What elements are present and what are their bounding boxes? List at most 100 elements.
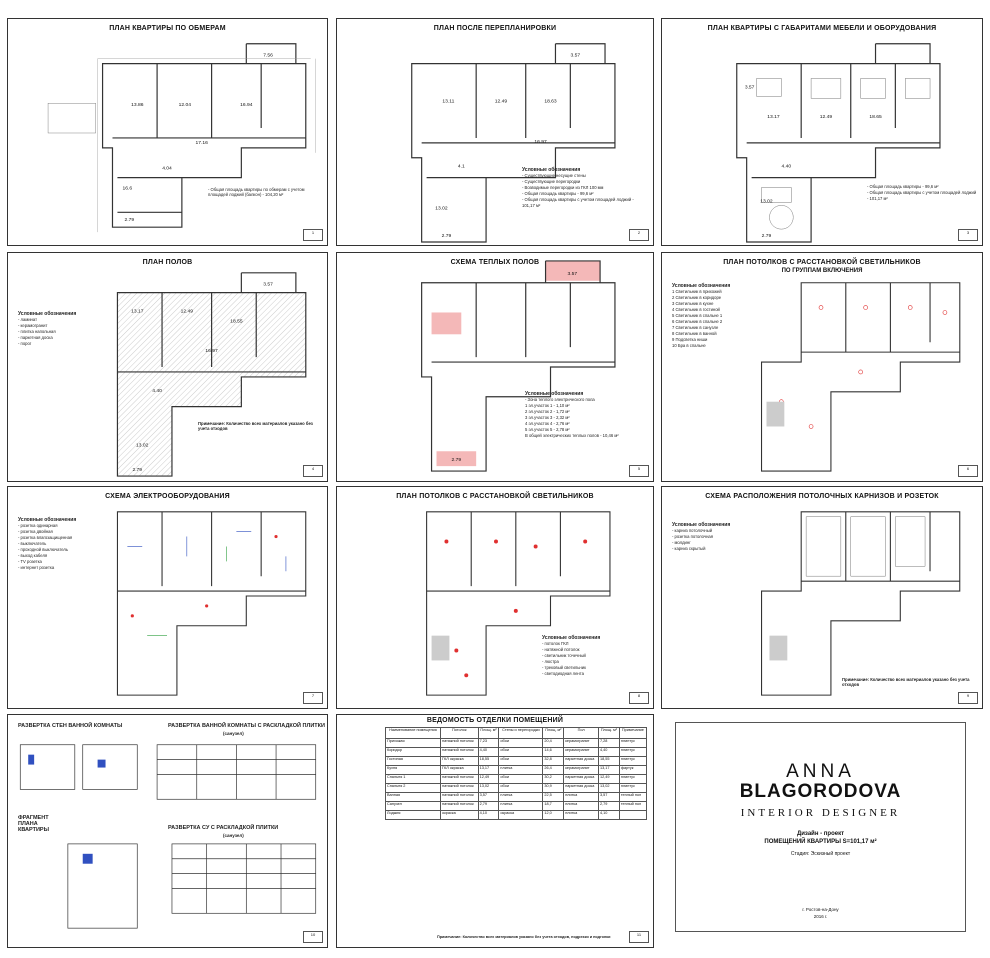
legend: Условные обозначения - Существующие несу…: [522, 167, 647, 209]
table-header: Примечание: [618, 727, 648, 739]
room-area: 4.1: [458, 164, 465, 170]
legend: - Общая площадь квартиры - 99,6 м² - Общ…: [867, 184, 977, 202]
table-cell: 14,6: [542, 747, 565, 757]
table-cell: плинтус: [618, 756, 648, 766]
sheet-ceiling-cornices: Схема расположения потолочных карнизов и…: [661, 486, 983, 709]
legend-item: 1 эл.участок 1 - 1,10 м²: [525, 403, 570, 408]
table-cell: плинтус: [618, 774, 648, 784]
sheet-stamp: 8: [629, 692, 649, 704]
room-area: 2.79: [452, 457, 462, 463]
sheet-title: План после перепланировки: [433, 25, 557, 32]
sheet-title: Схема теплых полов: [450, 259, 540, 266]
room-area: 4.40: [152, 388, 162, 394]
legend-item: - Зона теплого электрического пола: [525, 397, 595, 402]
legend-title: Условные обозначения: [672, 522, 731, 528]
finishing-table: Наименование помещения Потолок Площ. м² …: [385, 727, 648, 820]
legend-title: Условные обозначения: [542, 635, 601, 641]
table-cell: 3,57: [598, 792, 620, 802]
sheet-title-page: ANNA BLAGORODOVA INTERIOR DESIGNER Дизай…: [675, 722, 966, 932]
sheet-stamp: 5: [629, 465, 649, 477]
table-cell: натяжной потолок: [440, 774, 479, 784]
project-line1: Дизайн - проект: [796, 831, 845, 837]
legend-item: - розетка двойная: [18, 529, 53, 534]
table-cell: фартук: [618, 765, 648, 775]
table-cell: паркетная доска: [563, 756, 600, 766]
plan-note: - Общая площадь квартиры по обмерам с уч…: [208, 187, 305, 197]
table-cell: ГКЛ окраска: [440, 765, 479, 775]
legend-item: - светодиодная лента: [542, 671, 584, 676]
table-header: Пол: [563, 727, 600, 739]
table-cell: 20,4: [542, 738, 565, 748]
floor-plan-drawing: 3.57 2.79: [421, 260, 616, 472]
room-area: 3.57: [570, 53, 580, 59]
project-line2: ПОМЕЩЕНИЙ КВАРТИРЫ S=101,17 м²: [764, 839, 877, 845]
floor-plan-drawing: [116, 511, 307, 696]
legend-item: - ламинат: [18, 317, 38, 322]
floor-plan-drawing: 3.57 13.11 12.49 18.63 16.97 4.1 13.02 2…: [411, 43, 616, 243]
table-cell: 13,17: [477, 765, 500, 775]
legend-item: - люстра: [542, 659, 559, 664]
room-area: 4.40: [782, 164, 792, 170]
table-cell: 12,49: [598, 774, 620, 784]
table-footnote: Примечание: Количество всех материалов у…: [437, 935, 611, 939]
table-cell: обои: [498, 783, 544, 793]
legend-item: - розетка одинарная: [18, 523, 58, 528]
table-cell: натяжной потолок: [440, 783, 479, 793]
floor-plan-drawing: 3.57 13.17 12.49 18.65 4.40 13.02 2.79: [736, 43, 941, 243]
legend-item: 1 Светильник в прихожей: [672, 289, 722, 294]
table-cell: 4,10: [477, 810, 500, 820]
legend-title: Условные обозначения: [18, 517, 77, 523]
table-cell: 26,4: [542, 765, 565, 775]
legend-item: 3 Светильник в кухне: [672, 301, 714, 306]
project-year: 2016 г.: [813, 914, 828, 919]
legend-item: 2 Светильник в коридоре: [672, 295, 722, 300]
legend-item: 8 Светильник в ванной: [672, 331, 717, 336]
sheet-ceiling-lighting-groups: План потолков с расстановкой светильнико…: [661, 252, 983, 482]
table-cell: 18,55: [477, 756, 500, 766]
legend-item: - интернет розетка: [18, 565, 55, 570]
table-cell: плинтус: [618, 747, 648, 757]
sheet-after-replanning: План после перепланировки 3.57 13.11 12.…: [336, 18, 654, 246]
sheet-electrical: Схема электрооборудования Условные обозн…: [7, 486, 328, 709]
table-cell: теплый пол: [618, 801, 648, 811]
table-cell: Коридор: [385, 747, 441, 757]
table-cell: Ванная: [385, 792, 441, 802]
table-cell: 7,28: [598, 738, 620, 748]
table-cell: 4,40: [598, 747, 620, 757]
room-area: 12.49: [181, 308, 194, 314]
legend-item: 5 Светильник в спальне 1: [672, 313, 723, 318]
legend-item: - плитка напольная: [18, 329, 56, 334]
legend-item: 3 эл.участок 3 - 2,32 м²: [525, 415, 570, 420]
block-title: Фрагмент плана квартиры: [18, 815, 49, 833]
table-cell: паркетная доска: [563, 774, 600, 784]
room-area: 13.17: [131, 308, 144, 314]
sheet-floor-plan-measured: План квартиры по обмерам 7.56 13.86 12.0…: [7, 18, 328, 246]
table-header: Потолок: [440, 727, 479, 739]
table-cell: плитка: [563, 810, 600, 820]
table-cell: 22,5: [542, 792, 565, 802]
table-header: Площ. м²: [542, 727, 565, 739]
room-area: 13.02: [435, 205, 448, 211]
sheet-title: План полов: [142, 259, 193, 266]
legend: Условные обозначения - ламинат - керамог…: [18, 311, 108, 347]
table-cell: обои: [498, 738, 544, 748]
sheet-title: План квартиры с габаритами мебели и обор…: [707, 25, 937, 32]
table-cell: натяжной потолок: [440, 801, 479, 811]
table-cell: обои: [498, 774, 544, 784]
table-cell: Прихожая: [385, 738, 441, 748]
room-area: 13.11: [442, 98, 454, 104]
table-header: Площ. м²: [598, 727, 620, 739]
room-area: 3.57: [568, 271, 578, 277]
legend-item: - выход кабеля: [18, 553, 48, 558]
legend-item: - проходной выключатель: [18, 547, 69, 552]
table-cell: плинтус: [618, 738, 648, 748]
floor-plan-drawing: [761, 511, 961, 696]
sheet-floors-plan: План полов 3.57 13.17 12.49 18.55 16.97 …: [7, 252, 328, 482]
legend-item: - светильник точечный: [542, 653, 586, 658]
legend-item: 5 эл.участок 5 - 2,78 м²: [525, 427, 570, 432]
table-cell: окраска: [440, 810, 479, 820]
